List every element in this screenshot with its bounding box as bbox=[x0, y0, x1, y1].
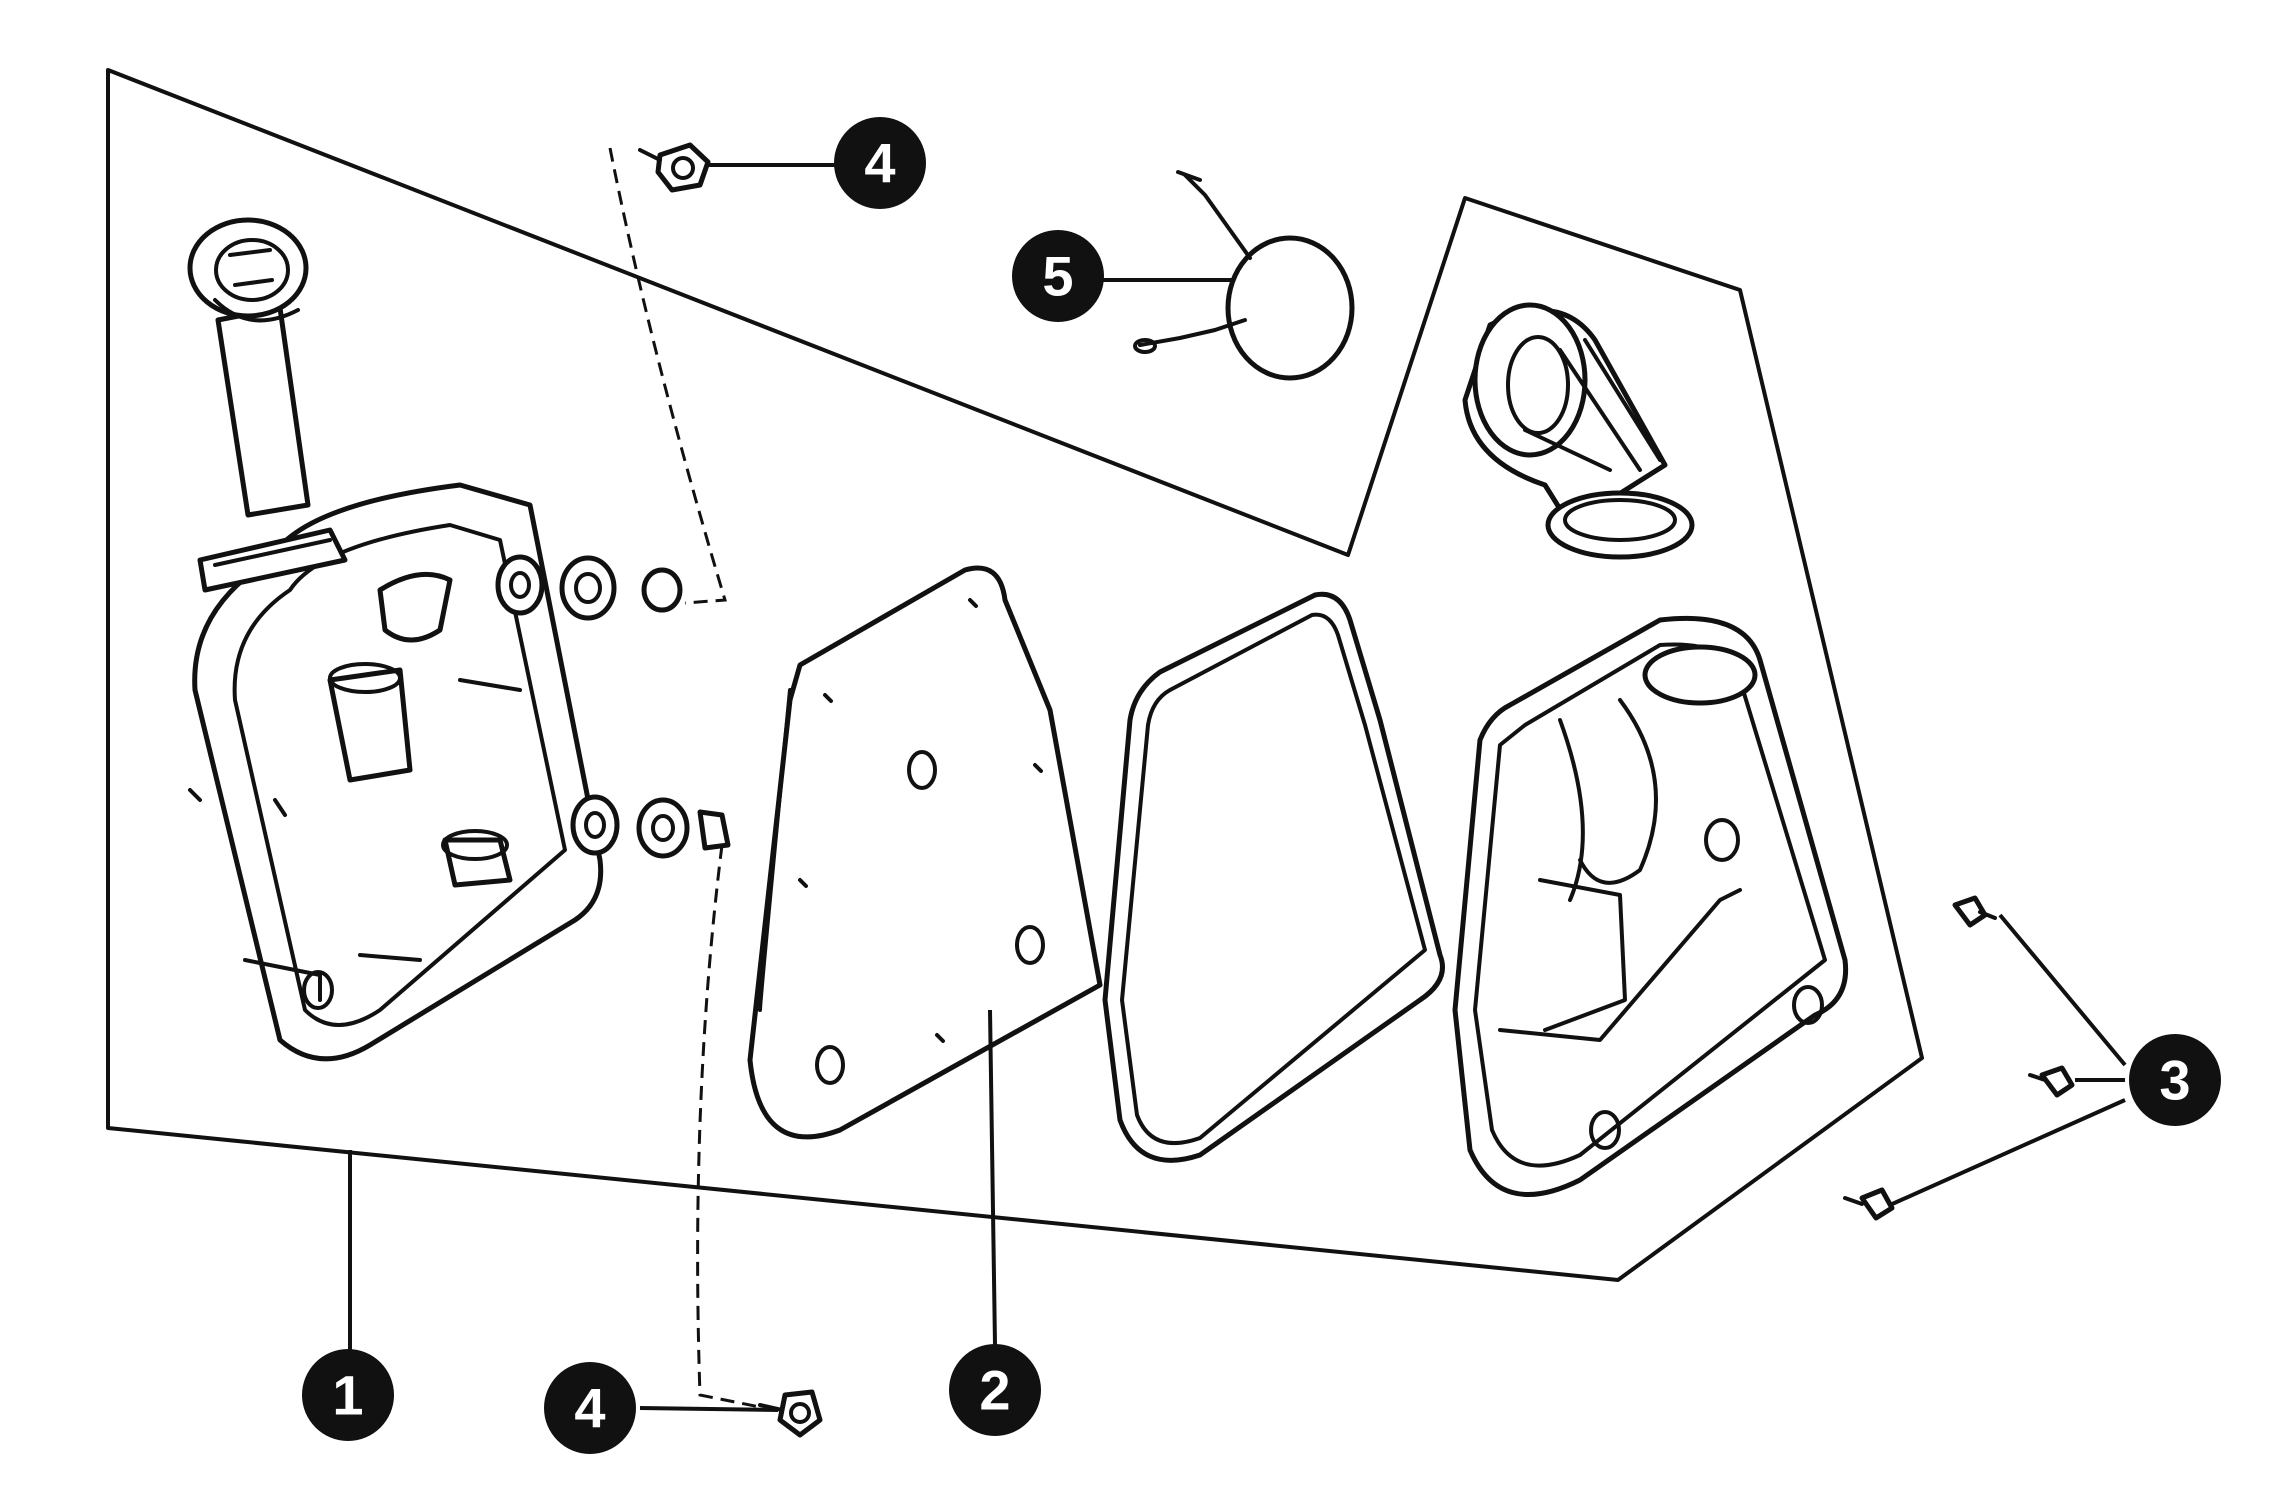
callout-5-label: 5 bbox=[1042, 245, 1073, 308]
callout-1-label: 1 bbox=[332, 1364, 363, 1427]
callout-4-bottom-label: 4 bbox=[574, 1377, 605, 1440]
intake-tube bbox=[187, 217, 311, 518]
leader-3-c bbox=[1889, 1098, 2126, 1207]
screw-top bbox=[638, 142, 711, 193]
callout-2: 2 bbox=[949, 1344, 1041, 1436]
gasket-seal bbox=[1102, 591, 1445, 1163]
air-filter-element bbox=[747, 565, 1103, 1140]
callout-3: 3 bbox=[2129, 1034, 2221, 1126]
callout-1: 1 bbox=[302, 1349, 394, 1441]
leader-3-a bbox=[1998, 913, 2127, 1067]
callout-3-label: 3 bbox=[2159, 1049, 2190, 1112]
air-box-front-housing bbox=[188, 482, 620, 1062]
intake-elbow bbox=[1462, 302, 1695, 560]
leader-2 bbox=[988, 1009, 997, 1346]
callout-2-label: 2 bbox=[979, 1359, 1010, 1422]
callout-5: 5 bbox=[1012, 230, 1104, 322]
callout-4-top-label: 4 bbox=[864, 132, 895, 195]
small-screws bbox=[1843, 895, 2075, 1221]
clamp-spring bbox=[1133, 170, 1355, 381]
screw-bottom bbox=[758, 1389, 823, 1438]
screw-dashed-path-top bbox=[608, 147, 727, 605]
callout-4-top: 4 bbox=[834, 117, 926, 209]
assembly-group-outline bbox=[106, 68, 1924, 1282]
air-box-rear-housing bbox=[1452, 615, 1849, 1197]
screw-dashed-path-bottom bbox=[696, 844, 776, 1412]
callout-4-bottom: 4 bbox=[544, 1362, 636, 1454]
bushing-nuts bbox=[559, 555, 731, 859]
leader-4-bottom bbox=[639, 1406, 779, 1412]
